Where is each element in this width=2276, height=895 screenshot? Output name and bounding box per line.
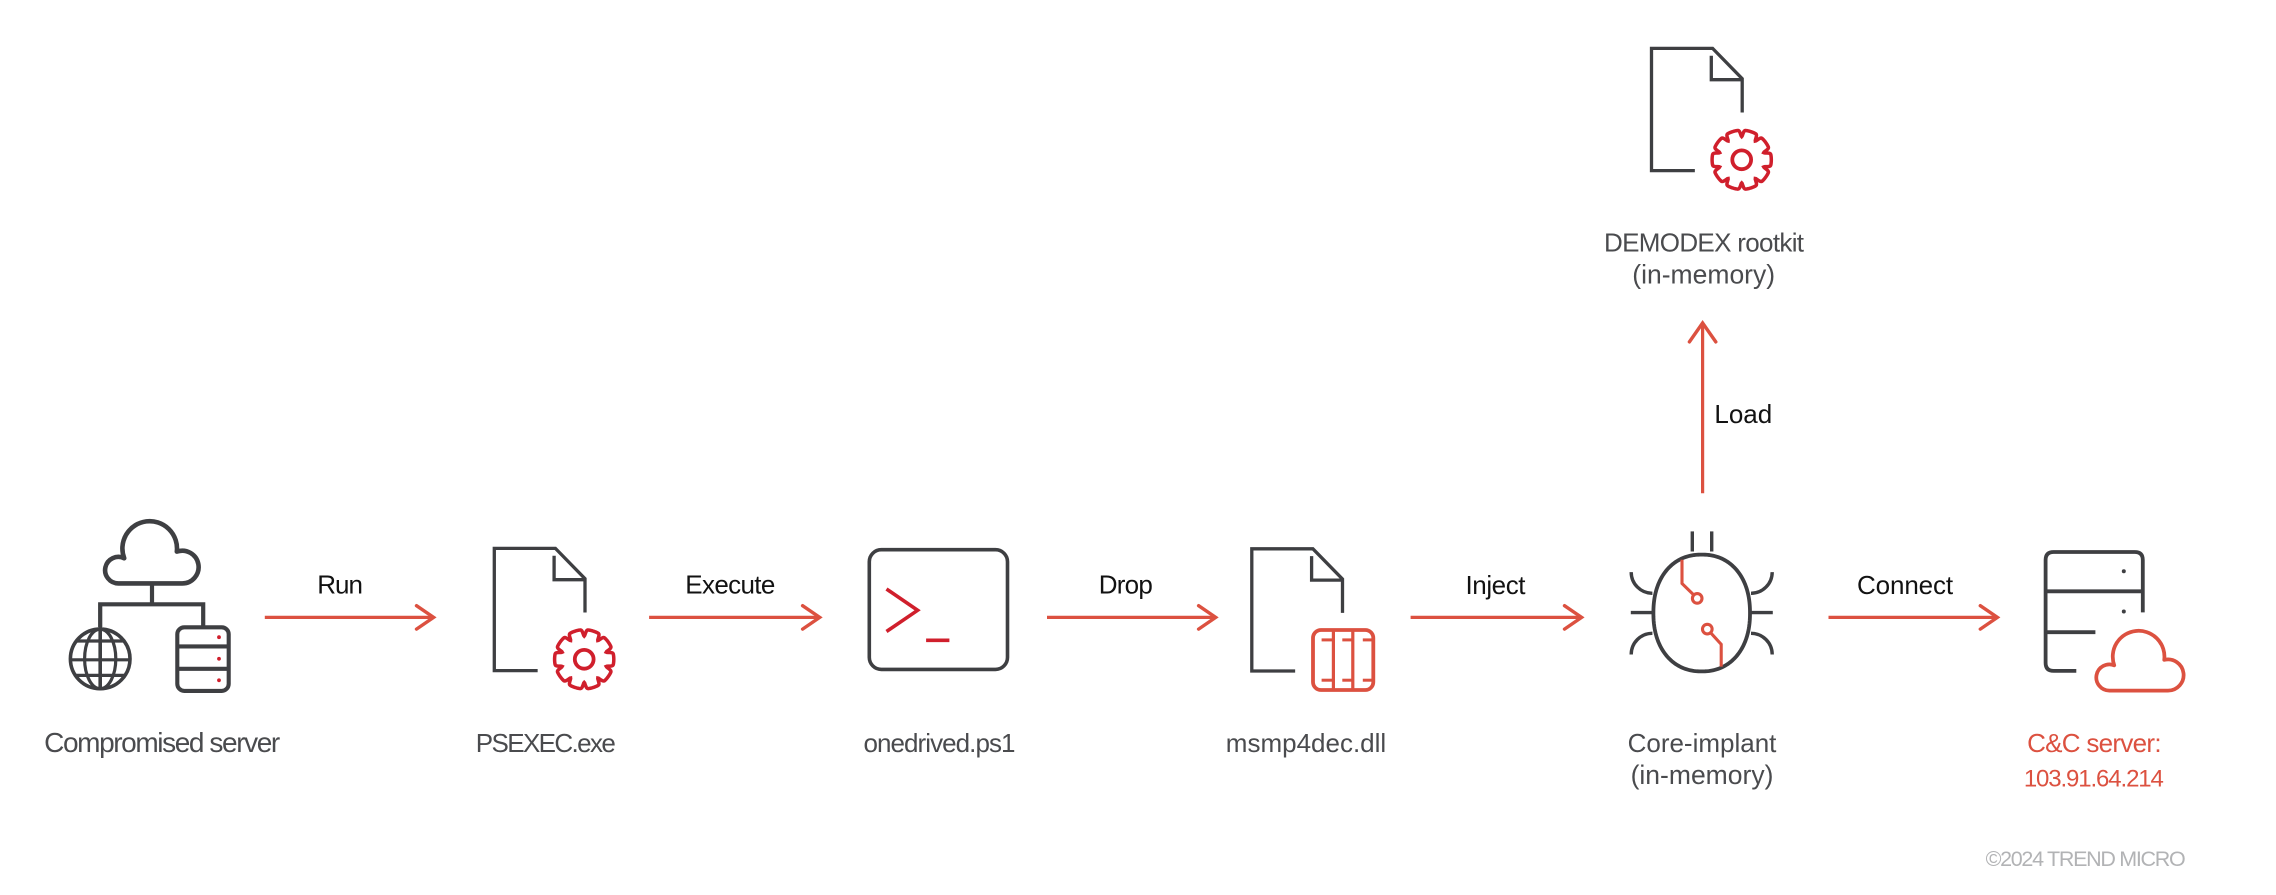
svg-text:Load: Load: [1714, 399, 1772, 429]
svg-text:msmp4dec.dll: msmp4dec.dll: [1226, 728, 1386, 758]
svg-text:Drop: Drop: [1099, 569, 1153, 599]
svg-text:©2024 TREND MICRO: ©2024 TREND MICRO: [1986, 847, 2185, 871]
svg-text:DEMODEX rootkit: DEMODEX rootkit: [1604, 228, 1805, 258]
svg-text:onedrived.ps1: onedrived.ps1: [863, 728, 1015, 758]
svg-text:103.91.64.214: 103.91.64.214: [2024, 766, 2164, 793]
svg-text:C&C server:: C&C server:: [2027, 728, 2161, 758]
svg-text:Connect: Connect: [1857, 570, 1954, 600]
svg-text:Run: Run: [317, 569, 362, 599]
svg-text:(in-memory): (in-memory): [1632, 260, 1775, 290]
svg-text:Inject: Inject: [1465, 570, 1526, 600]
svg-text:Execute: Execute: [685, 569, 775, 599]
svg-text:(in-memory): (in-memory): [1631, 760, 1774, 790]
svg-text:PSEXEC.exe: PSEXEC.exe: [476, 728, 616, 758]
svg-text:Core-implant: Core-implant: [1628, 728, 1778, 758]
svg-text:Compromised server: Compromised server: [44, 727, 280, 758]
